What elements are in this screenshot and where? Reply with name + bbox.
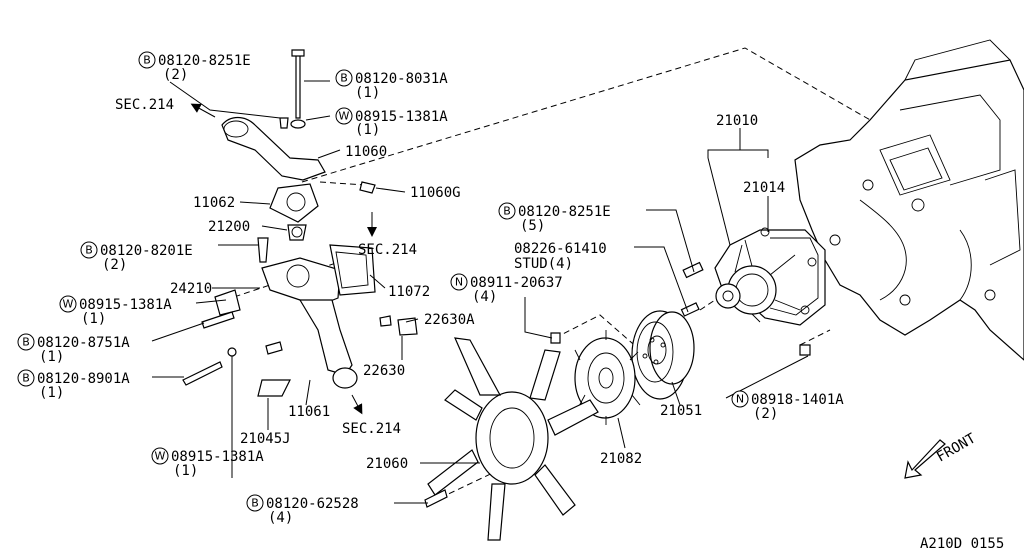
- part-number-label: 21010: [716, 113, 758, 129]
- section-ref-label: SEC.214: [358, 242, 417, 258]
- labels: SEC.214 SEC.214 SEC.214 B 08120-8251E (2…: [17, 51, 1004, 552]
- svg-text:N: N: [736, 393, 744, 406]
- quantity-label: STUD(4): [514, 256, 573, 272]
- thermostat-housing: [214, 116, 418, 397]
- part-number-label: 08226-61410: [514, 241, 607, 257]
- cooling-fan: [427, 337, 599, 541]
- quantity-label: (2): [102, 257, 127, 273]
- nut-badge: N: [450, 273, 468, 291]
- part-number-label: 11072: [388, 284, 430, 300]
- quantity-label: (1): [39, 385, 64, 401]
- part-number-label: 11062: [193, 195, 235, 211]
- part-number-label: 22630: [363, 363, 405, 379]
- figure-code: A210D 0155: [920, 536, 1004, 552]
- fasteners: [182, 49, 811, 508]
- svg-text:W: W: [155, 450, 166, 463]
- quantity-label: (1): [173, 463, 198, 479]
- part-number-label: 11060: [345, 144, 387, 160]
- part-number-label: 08120-8251E: [158, 53, 251, 69]
- bolt-badge: B: [17, 333, 35, 351]
- svg-text:B: B: [340, 72, 348, 85]
- front-direction-label: FRONT: [934, 430, 979, 465]
- pulley: [631, 310, 695, 400]
- bolt-badge: B: [498, 202, 516, 220]
- part-number-label: 22630A: [424, 312, 475, 328]
- bolt-badge: B: [335, 69, 353, 87]
- quantity-label: (2): [753, 406, 778, 422]
- svg-text:N: N: [455, 276, 463, 289]
- quantity-label: (4): [472, 289, 497, 305]
- part-number-label: 08120-8031A: [355, 71, 448, 87]
- part-number-label: 08918-1401A: [751, 392, 844, 408]
- svg-text:B: B: [503, 205, 511, 218]
- leader-lines: [151, 80, 809, 504]
- part-number-label: 08120-8251E: [518, 204, 611, 220]
- svg-text:W: W: [339, 110, 350, 123]
- part-number-label: 21014: [743, 180, 785, 196]
- svg-text:B: B: [22, 336, 30, 349]
- section-ref-label: SEC.214: [115, 97, 174, 113]
- svg-text:B: B: [251, 497, 259, 510]
- quantity-label: (1): [81, 311, 106, 327]
- svg-text:B: B: [85, 244, 93, 257]
- part-number-label: 11060G: [410, 185, 461, 201]
- part-number-label: 08911-20637: [470, 275, 563, 291]
- part-number-label: 08915-1381A: [171, 449, 264, 465]
- bolt-badge: B: [80, 241, 98, 259]
- direction-arrows: [190, 103, 946, 479]
- quantity-label: (1): [355, 122, 380, 138]
- part-number-label: 24210: [170, 281, 212, 297]
- part-number-label: 08120-8901A: [37, 371, 130, 387]
- section-ref-label: SEC.214: [342, 421, 401, 437]
- quantity-label: (4): [268, 510, 293, 526]
- part-number-label: 21045J: [240, 431, 291, 447]
- part-number-label: 08915-1381A: [79, 297, 172, 313]
- quantity-label: (1): [355, 85, 380, 101]
- part-number-label: 08120-8751A: [37, 335, 130, 351]
- washer-badge: W: [335, 107, 353, 125]
- fan-clutch: [574, 330, 641, 425]
- part-number-label: 21051: [660, 403, 702, 419]
- svg-text:W: W: [63, 298, 74, 311]
- washer-badge: W: [151, 447, 169, 465]
- part-number-label: 21200: [208, 219, 250, 235]
- quantity-label: (5): [520, 218, 545, 234]
- bolt-badge: B: [17, 369, 35, 387]
- nut-badge: N: [731, 390, 749, 408]
- part-number-label: 21082: [600, 451, 642, 467]
- svg-text:B: B: [143, 54, 151, 67]
- part-number-label: 08120-8201E: [100, 243, 193, 259]
- bolt-badge: B: [138, 51, 156, 69]
- quantity-label: (2): [163, 67, 188, 83]
- washer-badge: W: [59, 295, 77, 313]
- quantity-label: (1): [39, 349, 64, 365]
- part-number-label: 21060: [366, 456, 408, 472]
- part-number-label: 08915-1381A: [355, 109, 448, 125]
- part-number-label: 11061: [288, 404, 330, 420]
- engine-block: [794, 39, 1024, 361]
- part-number-label: 08120-62528: [266, 496, 359, 512]
- svg-text:B: B: [22, 372, 30, 385]
- bolt-badge: B: [246, 494, 264, 512]
- water-pump-assembly: [680, 227, 826, 326]
